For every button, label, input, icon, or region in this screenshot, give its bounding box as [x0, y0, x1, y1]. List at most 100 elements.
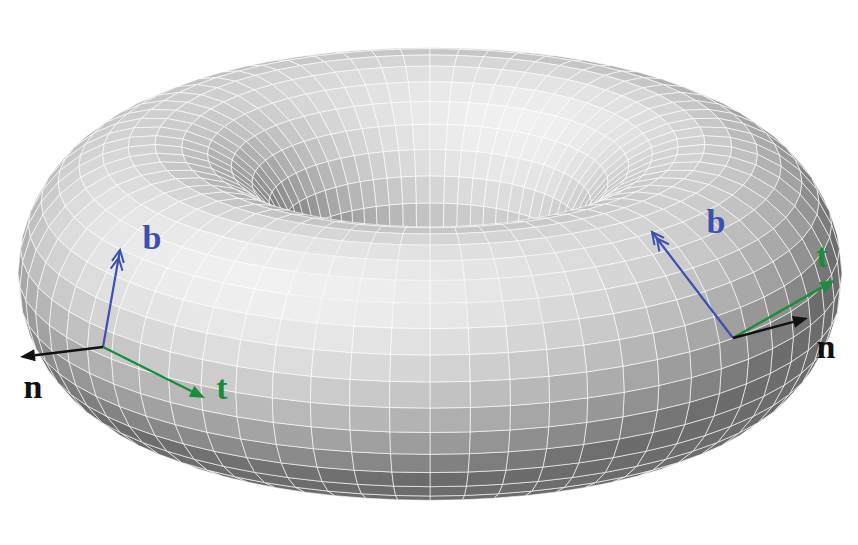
- mesh-face: [430, 328, 469, 355]
- mesh-face: [543, 319, 584, 350]
- mesh-face: [430, 55, 457, 67]
- mesh-face: [354, 470, 394, 486]
- double-arrowhead: [111, 258, 123, 271]
- mesh-face: [457, 177, 473, 205]
- mesh-face: [390, 408, 430, 433]
- mesh-face: [466, 470, 506, 486]
- mesh-face: [430, 303, 468, 329]
- mesh-face: [276, 319, 317, 350]
- vector-shaft: [103, 250, 120, 347]
- mesh-face: [462, 259, 498, 280]
- mesh-face: [430, 150, 446, 177]
- mesh-face: [470, 379, 510, 407]
- mesh-face: [416, 176, 431, 203]
- mesh-face: [430, 203, 444, 229]
- mesh-face: [311, 427, 352, 452]
- mesh-face: [391, 328, 430, 355]
- mesh-face: [430, 234, 460, 246]
- mesh-face: [468, 326, 508, 354]
- mesh-face: [414, 150, 430, 177]
- mesh-face: [203, 333, 241, 366]
- mesh-face: [399, 150, 416, 177]
- mesh-face: [506, 449, 547, 471]
- mesh-face: [430, 472, 468, 487]
- mesh-face: [416, 203, 430, 229]
- mesh-face: [470, 406, 510, 432]
- mesh-face: [430, 49, 460, 56]
- mesh-face: [156, 153, 186, 163]
- mesh-face: [317, 298, 357, 326]
- mesh-face: [430, 280, 466, 303]
- mesh-face: [390, 432, 430, 454]
- mesh-face: [394, 280, 430, 303]
- mesh-face: [532, 272, 572, 298]
- mesh-face: [400, 49, 430, 56]
- torus-mesh: [18, 48, 842, 501]
- mesh-face: [430, 381, 470, 408]
- mesh-face: [400, 234, 430, 246]
- mesh-face: [272, 372, 311, 403]
- mesh-face: [350, 406, 390, 432]
- vector-shaft: [35, 347, 103, 355]
- mesh-face: [387, 177, 403, 205]
- mesh-face: [430, 408, 470, 433]
- mesh-face: [394, 486, 430, 496]
- vector-shaft: [103, 347, 192, 391]
- arrowhead: [819, 280, 835, 293]
- mesh-face: [398, 245, 430, 261]
- mesh-face: [506, 323, 547, 353]
- mesh-face: [408, 82, 430, 102]
- mesh-face: [352, 452, 392, 472]
- mesh-face: [430, 486, 466, 496]
- mesh-face: [547, 345, 587, 376]
- mesh-face: [619, 333, 657, 366]
- mesh-face: [549, 398, 588, 427]
- mesh-face: [510, 376, 550, 405]
- frame-vector: [103, 250, 124, 347]
- mesh-face: [371, 232, 403, 244]
- mesh-face: [430, 355, 470, 383]
- mesh-face: [288, 272, 328, 298]
- frame-vector: [20, 347, 103, 361]
- vector-label: b: [143, 221, 162, 255]
- mesh-face: [469, 430, 510, 454]
- mesh-face: [457, 232, 489, 244]
- mesh-face: [430, 227, 457, 234]
- mesh-face: [310, 376, 350, 405]
- mesh-face: [549, 372, 588, 403]
- vector-label: n: [817, 330, 836, 364]
- vector-label: n: [24, 370, 43, 404]
- mesh-face: [508, 350, 549, 380]
- mesh-face: [313, 323, 354, 353]
- mesh-face: [390, 381, 430, 408]
- vector-shaft: [733, 322, 794, 338]
- frame-vector: [103, 347, 205, 398]
- mesh-face: [430, 454, 469, 473]
- mesh-face: [335, 241, 371, 259]
- frame-vector: [733, 316, 808, 338]
- mesh-face: [510, 402, 550, 430]
- mesh-face: [411, 102, 431, 125]
- double-arrowhead: [657, 238, 669, 251]
- mesh-face: [538, 294, 579, 323]
- mesh-face: [328, 256, 366, 278]
- mesh-face: [430, 82, 452, 102]
- mesh-face: [272, 398, 311, 427]
- mesh-face: [311, 350, 352, 380]
- mesh-face: [430, 66, 454, 82]
- mesh-face: [281, 294, 322, 323]
- mesh-face: [460, 243, 494, 260]
- mesh-face: [401, 176, 416, 204]
- mesh-face: [430, 124, 448, 149]
- mesh-face: [391, 454, 430, 473]
- mesh-face: [273, 345, 313, 376]
- mesh-face: [468, 452, 508, 472]
- mesh-face: [390, 355, 430, 383]
- mesh-face: [413, 124, 431, 149]
- vector-shaft: [652, 232, 733, 338]
- mesh-face: [350, 379, 390, 407]
- mesh-face: [469, 353, 510, 382]
- mesh-face: [352, 326, 392, 354]
